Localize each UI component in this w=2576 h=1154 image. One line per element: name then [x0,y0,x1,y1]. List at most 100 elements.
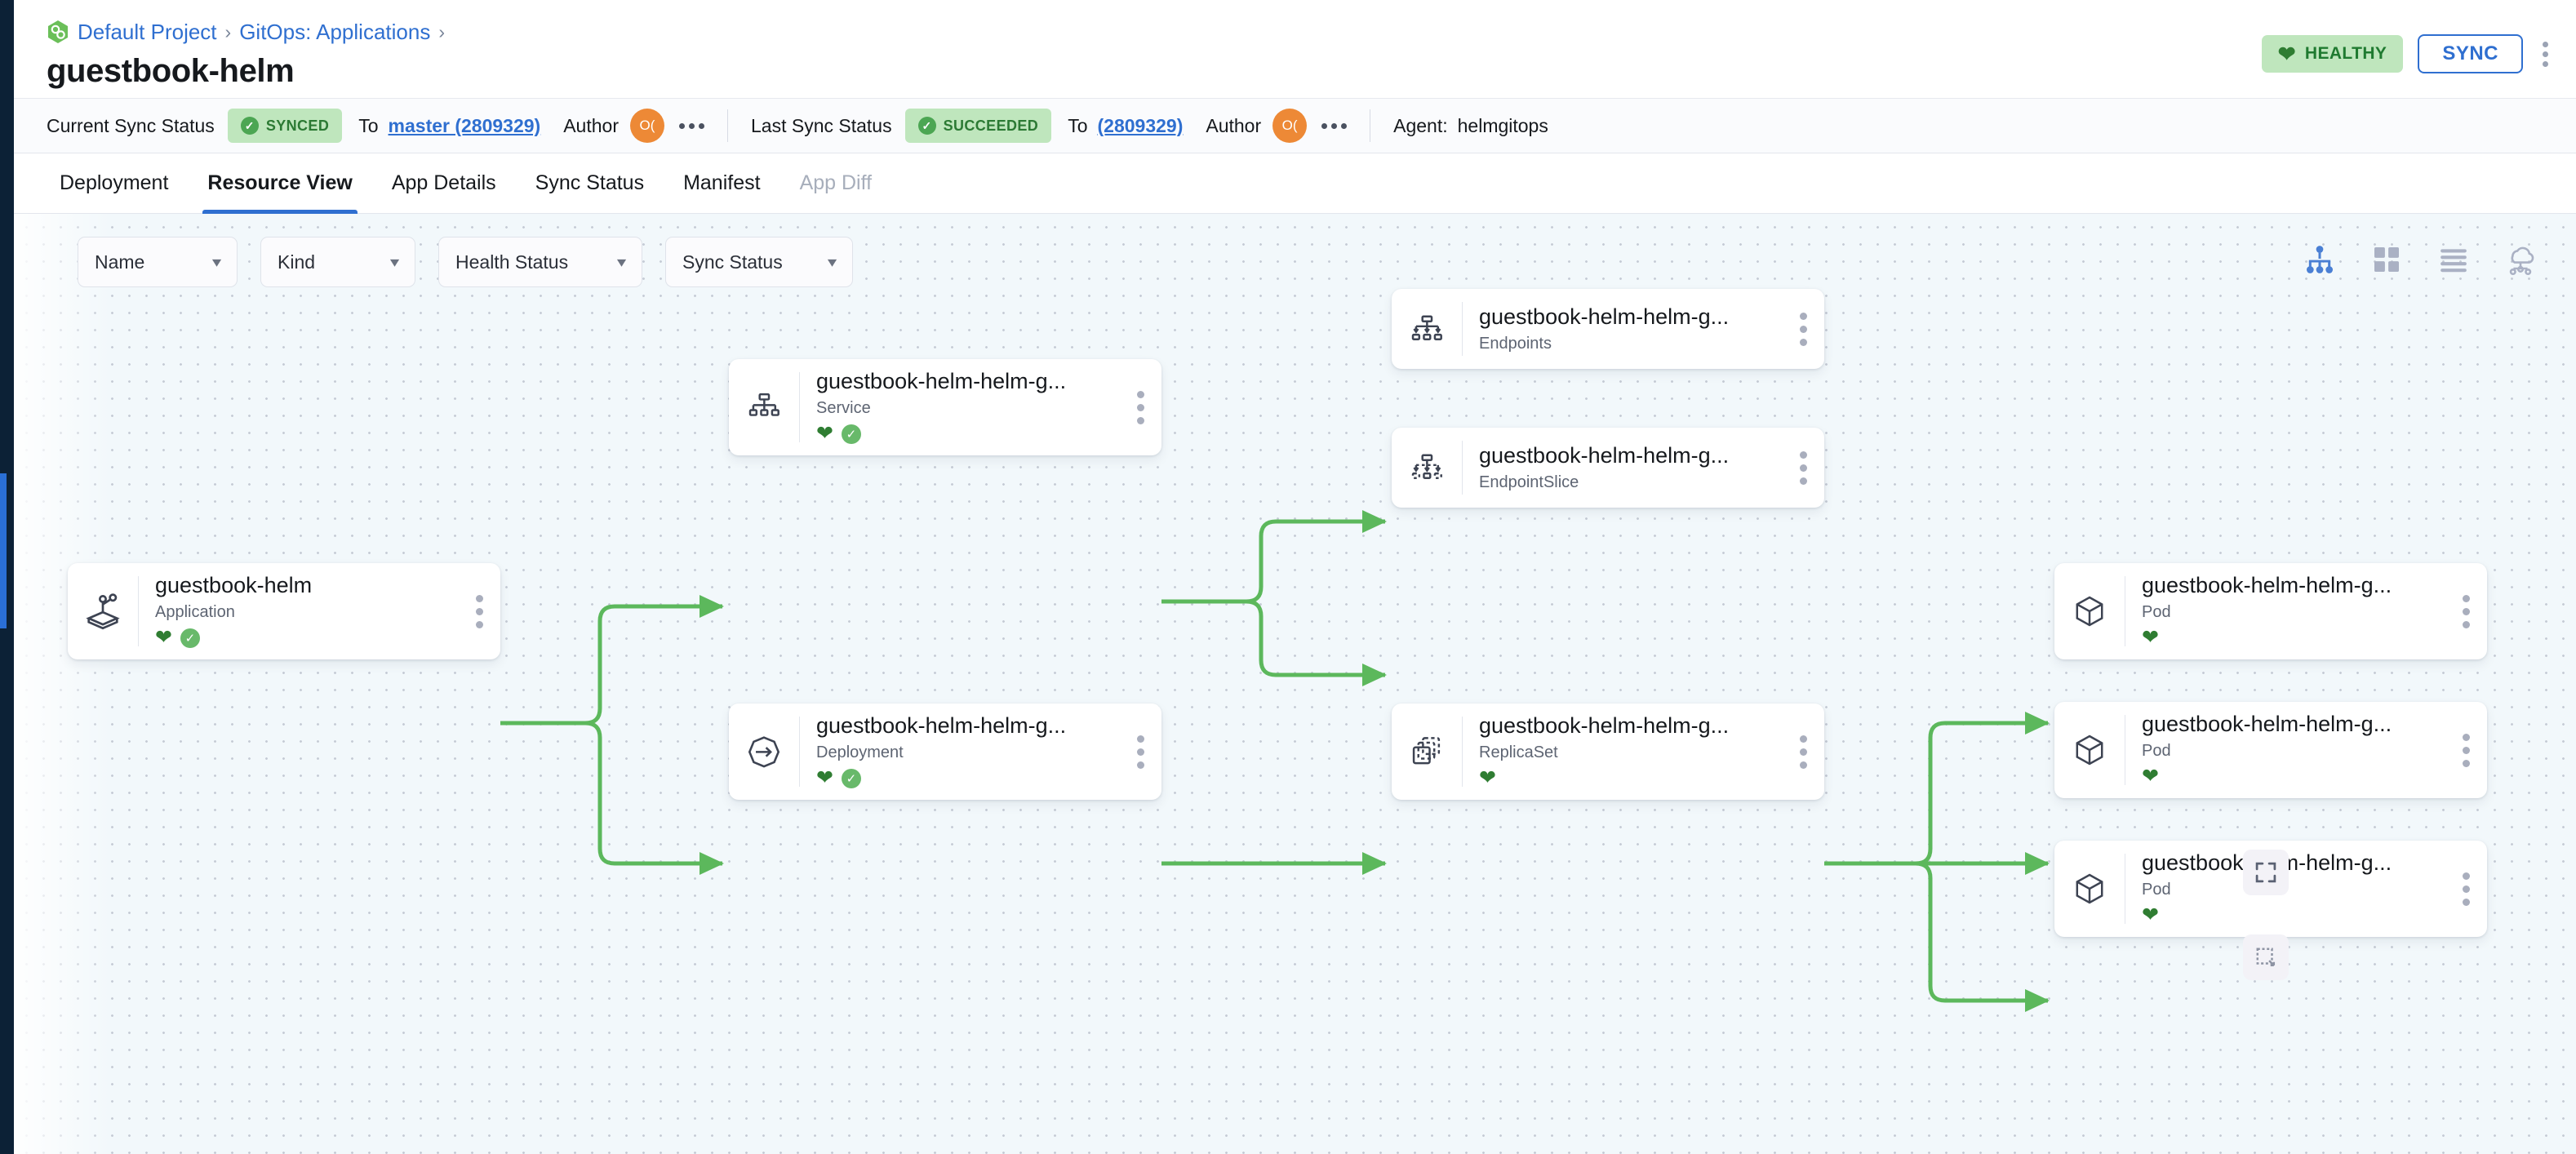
filter-kind[interactable]: Kind ▾ [260,237,415,287]
last-sync-status-chip: ✓ SUCCEEDED [904,109,1052,143]
graph-node-deployment[interactable]: guestbook-helm-helm-g... Deployment ❤ ✓ [729,703,1161,800]
deployment-icon [729,732,799,771]
current-to-label: To [358,114,379,136]
ellipsis-icon[interactable] [678,122,704,129]
node-kebab-menu-icon[interactable] [458,563,500,659]
graph-node-service[interactable]: guestbook-helm-helm-g... Service ❤ ✓ [729,359,1161,455]
chevron-down-icon: ▾ [211,253,222,270]
current-author-label: Author [563,114,619,136]
last-revision-link[interactable]: (2809329) [1097,114,1184,136]
graph-node-endpointslice[interactable]: guestbook-helm-helm-g... EndpointSlice [1392,428,1824,508]
graph-node-pod-1[interactable]: guestbook-helm-helm-g... Pod ❤ [2054,563,2487,659]
tab-deployment[interactable]: Deployment [60,171,169,194]
last-to-label: To [1068,114,1088,136]
node-title: guestbook-helm-helm-g... [1479,304,1730,330]
node-kebab-menu-icon[interactable] [2445,563,2487,659]
tab-app-details[interactable]: App Details [391,171,496,194]
graph-node-application[interactable]: guestbook-helm Application ❤ ✓ [68,563,500,659]
tab-resource-view[interactable]: Resource View [188,153,371,214]
page-header: Default Project › GitOps: Applications ›… [14,0,2576,98]
node-title: guestbook-helm-helm-g... [816,713,1067,739]
argo-logo-icon [47,20,69,44]
current-revision-link[interactable]: master (2809329) [388,114,541,136]
node-kebab-menu-icon[interactable] [2445,841,2487,937]
check-circle-icon: ✓ [841,768,861,788]
breadcrumb-separator: › [224,20,232,42]
last-author-label: Author [1206,114,1262,136]
network-view-icon[interactable] [2503,242,2538,277]
filter-sync-status[interactable]: Sync Status ▾ [665,237,853,287]
node-title: guestbook-helm-helm-g... [816,369,1067,394]
node-title: guestbook-helm-helm-g... [2142,850,2436,876]
node-status: ❤ ✓ [816,767,1111,790]
heart-icon: ❤ [816,766,833,790]
left-rail [0,0,14,1154]
graph-node-endpoints[interactable]: guestbook-helm-helm-g... Endpoints [1392,289,1824,369]
endpointslice-icon [1392,449,1462,486]
divider [799,717,800,787]
last-sync-chip-label: SUCCEEDED [943,117,1039,134]
node-status: ❤ [2142,904,2436,927]
health-badge-label: HEALTHY [2304,44,2387,63]
node-content: guestbook-helm-helm-g... Pod ❤ [2125,850,2445,926]
node-title: guestbook-helm-helm-g... [1479,713,1730,739]
heart-icon: ❤ [816,422,833,446]
node-kebab-menu-icon[interactable] [1782,428,1824,508]
node-kind: Pod [2142,880,2171,899]
resource-graph-canvas[interactable]: Name ▾ Kind ▾ Health Status ▾ Sync Statu… [14,214,2576,1154]
heart-icon: ❤ [2142,903,2159,927]
node-status: ❤ ✓ [155,627,450,650]
grid-view-icon[interactable] [2369,242,2405,277]
tab-manifest[interactable]: Manifest [683,171,761,194]
main-area: Default Project › GitOps: Applications ›… [14,0,2576,1154]
filter-bar: Name ▾ Kind ▾ Health Status ▾ Sync Statu… [78,237,853,287]
pod-icon [2054,731,2125,769]
divider [138,576,139,646]
filter-health-status[interactable]: Health Status ▾ [438,237,642,287]
node-content: guestbook-helm-helm-g... Service ❤ ✓ [800,369,1119,445]
node-kind: Pod [2142,741,2171,760]
avatar: O( [1272,109,1308,143]
breadcrumb-separator: › [438,20,445,42]
node-kebab-menu-icon[interactable] [1782,703,1824,800]
current-sync-chip-label: SYNCED [265,117,330,134]
heart-icon: ❤ [2142,765,2159,788]
graph-node-replicaset[interactable]: guestbook-helm-helm-g... ReplicaSet ❤ [1392,703,1824,800]
check-circle-icon: ✓ [240,117,259,135]
node-status: ❤ [2142,766,2436,788]
heart-icon: ❤ [2277,42,2296,66]
filter-kind-label: Kind [278,251,316,273]
node-kebab-menu-icon[interactable] [1782,289,1824,369]
node-kebab-menu-icon[interactable] [1119,359,1161,455]
node-title: guestbook-helm-helm-g... [1479,443,1730,468]
divider [726,109,728,142]
breadcrumb-item-gitops-applications[interactable]: GitOps: Applications [239,19,431,44]
application-icon [68,591,138,632]
node-kind: ReplicaSet [1479,743,1558,761]
pod-icon [2054,593,2125,630]
service-icon [729,388,799,426]
node-kebab-menu-icon[interactable] [1119,703,1161,800]
check-circle-icon: ✓ [180,628,200,648]
tree-view-icon[interactable] [2302,242,2338,277]
node-kebab-menu-icon[interactable] [2445,702,2487,798]
filter-health-label: Health Status [455,251,569,273]
fit-to-screen-icon[interactable] [2243,934,2289,980]
graph-node-pod-2[interactable]: guestbook-helm-helm-g... Pod ❤ [2054,702,2487,798]
kebab-menu-icon[interactable] [2538,37,2553,72]
ellipsis-icon[interactable] [1321,122,1348,129]
pod-icon [2054,870,2125,908]
chevron-down-icon: ▾ [389,253,400,270]
filter-name[interactable]: Name ▾ [78,237,238,287]
tab-sync-status[interactable]: Sync Status [535,171,645,194]
list-view-icon[interactable] [2436,242,2472,277]
breadcrumb-item-default-project[interactable]: Default Project [78,19,217,44]
breadcrumb: Default Project › GitOps: Applications › [47,18,2576,46]
fullscreen-icon[interactable] [2243,850,2289,895]
rail-active-indicator [0,473,7,628]
status-badge-healthy: ❤ HEALTHY [2261,35,2404,73]
node-content: guestbook-helm-helm-g... EndpointSlice [1463,443,1782,491]
sync-button[interactable]: SYNC [2418,34,2523,73]
node-status: ❤ [1479,767,1774,790]
